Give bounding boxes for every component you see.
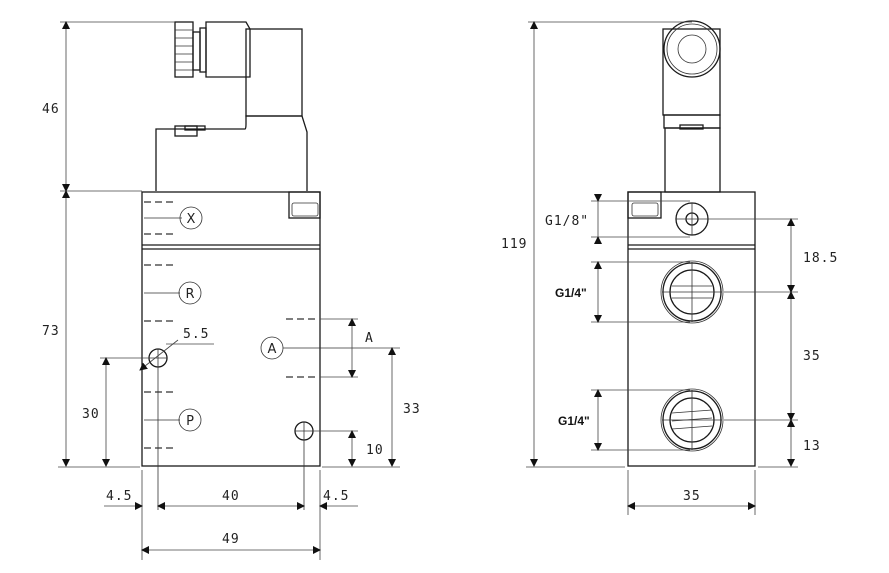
port-p-label: P bbox=[186, 414, 194, 429]
dim-hole-p-height: 30 bbox=[82, 407, 100, 422]
front-view: X R A P 5.5 46 bbox=[42, 21, 421, 560]
dim-port-a-label: A bbox=[365, 331, 374, 346]
port-p-marker bbox=[178, 408, 202, 432]
dim-port-from-bottom: 13 bbox=[803, 439, 821, 454]
dim-port-thread-upper: G1/4" bbox=[555, 286, 587, 300]
dim-side-body-width: 35 bbox=[683, 489, 701, 504]
dim-body-height: 73 bbox=[42, 324, 60, 339]
port-r-marker bbox=[178, 281, 202, 305]
dim-mount-hole-dia: 5.5 bbox=[183, 327, 209, 342]
connector-plug bbox=[174, 21, 303, 117]
side-view: 119 G1/8" G1/4" G1/4" 18.5 35 13 bbox=[501, 20, 838, 515]
dim-body-width: 49 bbox=[222, 532, 240, 547]
port-a-marker bbox=[260, 336, 284, 360]
cable-gland bbox=[663, 20, 721, 78]
port-a-label: A bbox=[268, 342, 277, 357]
port-r-label: R bbox=[185, 287, 194, 302]
dim-pilot-to-port: 18.5 bbox=[803, 251, 838, 266]
side-valve-body bbox=[627, 191, 756, 467]
dim-port-thread-lower: G1/4" bbox=[558, 414, 590, 428]
dim-hole-spacing: 40 bbox=[222, 489, 240, 504]
dim-offset-left: 4.5 bbox=[106, 489, 132, 504]
dim-offset-right: 4.5 bbox=[323, 489, 349, 504]
dim-hole-right-height: 10 bbox=[366, 443, 384, 458]
port-x-label: X bbox=[187, 212, 196, 227]
dim-overall-height: 119 bbox=[501, 237, 527, 252]
dim-coil-height: 46 bbox=[42, 102, 60, 117]
coil-housing bbox=[155, 115, 308, 191]
valve-body bbox=[141, 191, 321, 467]
port-x-marker bbox=[179, 206, 203, 230]
dim-pilot-thread: G1/8" bbox=[545, 214, 589, 229]
dim-port-a-height: 33 bbox=[403, 402, 421, 417]
dim-port-spacing: 35 bbox=[803, 349, 821, 364]
